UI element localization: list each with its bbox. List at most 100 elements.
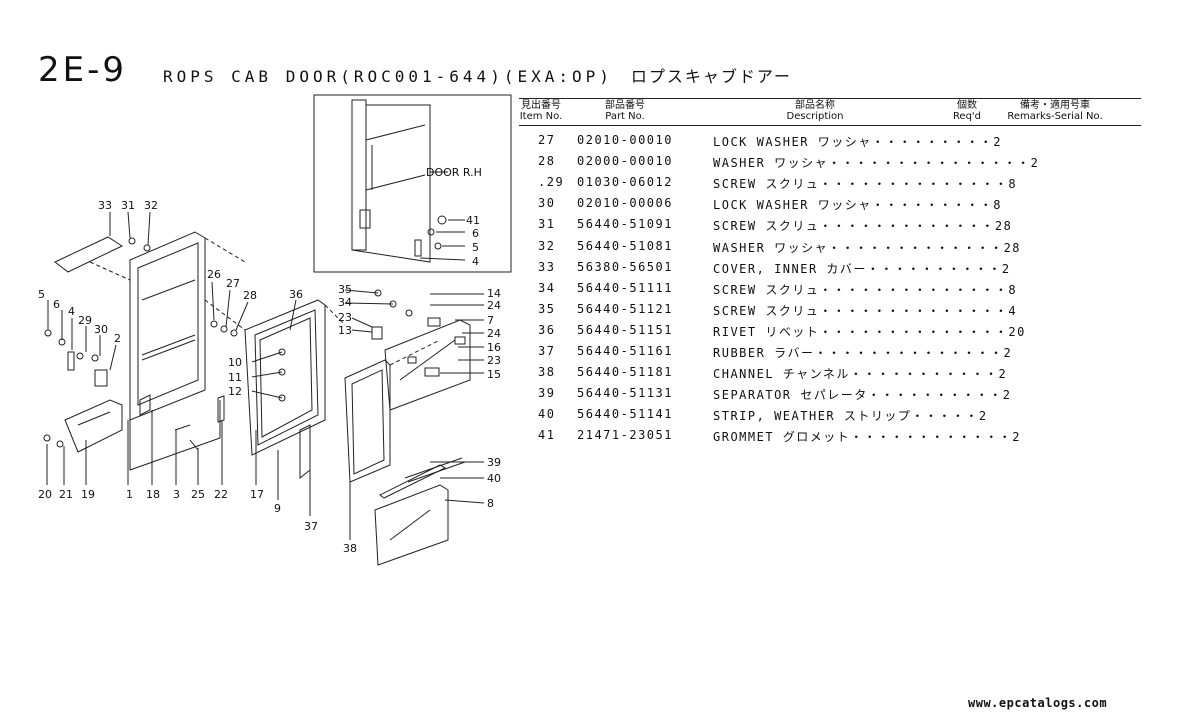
part-no: 02010-00006 [577,196,673,211]
description: SCREW スクリュ・・・・・・・・・・・・・・8 [713,177,1018,192]
item-no: 33 [538,259,556,274]
part-no: 02010-00010 [577,133,673,147]
callout-labels: DOOR R.H 41 6 5 4 33 31 32 26 27 28 36 5… [38,166,501,555]
page-number: 2E-9 [38,50,128,90]
callout-15: 15 [487,368,501,381]
callout-4: 4 [472,255,479,268]
table-row: 27 02010-00010 LOCK WASHER ワッシャ・・・・・・・・・2 [520,133,1000,149]
callout-32: 32 [144,199,158,212]
callout-14: 14 [487,287,501,300]
callout-17: 17 [250,488,264,501]
callout-23: 23 [338,311,352,324]
item-no: 40 [538,407,556,422]
callout-21: 21 [59,488,73,501]
table-row: .29 01030-06012 SCREW スクリュ・・・・・・・・・・・・・・8 [520,175,1016,191]
inset-frame [313,94,512,273]
part-no: 56440-51151 [577,322,673,337]
part-no: 01030-06012 [577,175,673,190]
item-no: 30 [538,196,556,211]
item-no: 27 [538,133,556,147]
description: WASHER ワッシャ・・・・・・・・・・・・・28 [713,240,1022,255]
table-row: 33 56380-56501 COVER, INNER カバー・・・・・・・・・・2 [520,259,1009,276]
description: CHANNEL チャンネル・・・・・・・・・・・2 [713,367,1008,382]
table-row: 38 56440-51181 CHANNEL チャンネル・・・・・・・・・・・2 [520,365,1006,381]
description: COVER, INNER カバー・・・・・・・・・・2 [713,261,1011,276]
description: WASHER ワッシャ・・・・・・・・・・・・・・・2 [713,156,1040,171]
item-no: 35 [538,301,556,316]
callout-23b: 23 [487,354,501,367]
page-title-en: ROPS CAB DOOR(ROC001-644)(EXA:OP) [163,67,613,86]
callout-5-left: 5 [38,288,45,301]
description: SCREW スクリュ・・・・・・・・・・・・・・4 [713,303,1018,318]
description: LOCK WASHER ワッシャ・・・・・・・・・2 [713,135,1002,149]
callout-18: 18 [146,488,160,501]
part-no: 56380-56501 [577,259,673,274]
description: STRIP, WEATHER ストリップ・・・・・2 [713,409,988,424]
callout-33: 33 [98,199,112,212]
item-no: .29 [538,175,565,190]
description: GROMMET グロメット・・・・・・・・・・・・2 [713,430,1022,445]
callout-9: 9 [274,502,281,515]
callout-6-left: 6 [53,298,60,311]
item-no: 36 [538,322,556,337]
callout-29: 29 [78,314,92,327]
description: RIVET リベット・・・・・・・・・・・・・・20 [713,324,1026,339]
part-no: 56440-51121 [577,301,673,316]
item-no: 34 [538,280,556,295]
item-no: 37 [538,344,556,358]
callout-24b: 24 [487,327,501,340]
item-no: 28 [538,154,556,169]
page-title: ROPS CAB DOOR(ROC001-644)(EXA:OP) ロプスキャブド… [163,63,792,87]
callout-5: 5 [472,241,479,254]
callout-24: 24 [487,299,501,312]
callout-37: 37 [304,520,318,533]
callout-41: 41 [466,214,480,227]
callout-20: 20 [38,488,52,501]
callout-35: 35 [338,283,352,296]
part-no: 56440-51181 [577,365,673,380]
item-no: 31 [538,217,556,232]
table-row: 36 56440-51151 RIVET リベット・・・・・・・・・・・・・・20 [520,322,1024,339]
callout-1: 1 [126,488,133,501]
table-row: 35 56440-51121 SCREW スクリュ・・・・・・・・・・・・・・4 [520,301,1016,318]
header-rule-bottom [519,125,1141,126]
callout-13: 13 [338,324,352,337]
description: SCREW スクリュ・・・・・・・・・・・・・28 [713,219,1013,234]
part-no: 21471-23051 [577,428,673,443]
callout-30: 30 [94,323,108,336]
callout-31: 31 [121,199,135,212]
page-title-jp: ロプスキャブドアー [630,67,792,86]
footer-url: www.epcatalogs.com [968,696,1108,710]
item-no: 38 [538,365,556,380]
callout-38: 38 [343,542,357,555]
callout-26: 26 [207,268,221,281]
callout-34: 34 [338,296,352,309]
callout-12: 12 [228,385,242,398]
inset-label: DOOR R.H [426,166,482,179]
part-no: 56440-51161 [577,344,673,358]
callout-4-left: 4 [68,305,75,318]
callout-3: 3 [173,488,180,501]
callout-27: 27 [226,277,240,290]
header-rule-top [519,98,1141,99]
callout-6: 6 [472,227,479,240]
callout-16: 16 [487,341,501,354]
callout-19: 19 [81,488,95,501]
part-no: 56440-51131 [577,386,673,401]
callout-25: 25 [191,488,205,501]
